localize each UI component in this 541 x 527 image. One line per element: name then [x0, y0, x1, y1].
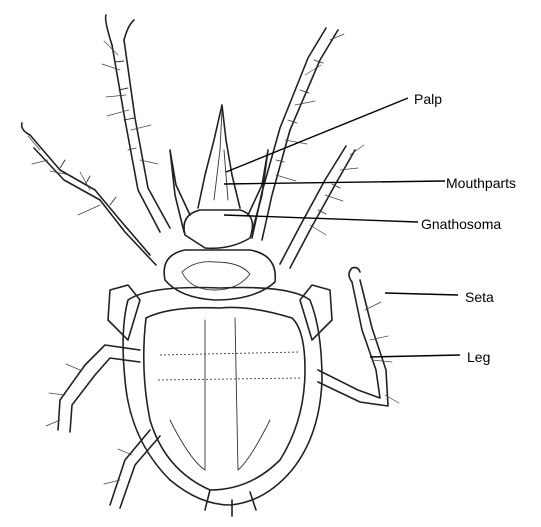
label-gnathosoma: Gnathosoma	[421, 216, 501, 232]
leg-front-left	[102, 15, 170, 232]
leg-third-right	[318, 268, 399, 407]
leg-front-right	[252, 28, 344, 240]
leg-second-left	[22, 123, 156, 265]
propodosoma	[164, 250, 275, 300]
label-palp: Palp	[414, 91, 442, 107]
idiosoma	[108, 285, 332, 516]
leg-fourth-left	[104, 430, 160, 508]
gnathosoma	[170, 105, 268, 248]
label-seta: Seta	[465, 289, 494, 305]
label-mouthparts: Mouthparts	[446, 175, 516, 191]
gnathosoma-leader	[224, 215, 418, 222]
leg-second-right	[280, 145, 364, 268]
palp-leader	[226, 98, 408, 172]
mouthparts-leader	[224, 181, 445, 184]
leg-leader	[370, 355, 460, 357]
label-leg: Leg	[467, 349, 490, 365]
seta-leader	[385, 293, 458, 295]
